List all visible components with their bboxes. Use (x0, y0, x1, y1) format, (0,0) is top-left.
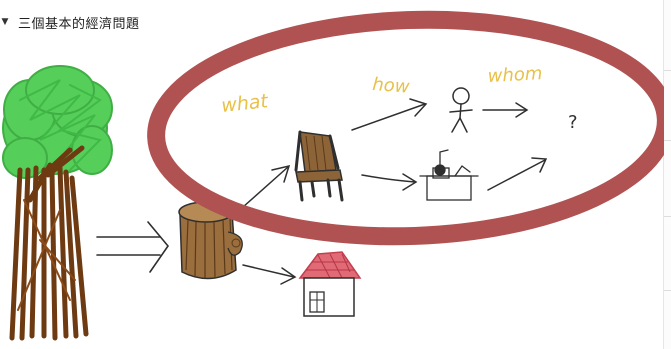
rail-tick (664, 290, 671, 291)
house-icon (298, 251, 362, 317)
wood-log-icon (178, 201, 243, 280)
question-mark-label: ? (568, 112, 578, 133)
arrow-to-house-icon (242, 264, 297, 285)
highlight-ellipse (147, 10, 664, 246)
arrow-to-person-icon (351, 98, 428, 131)
whom-label: whom (487, 63, 543, 87)
chair-icon (294, 130, 344, 202)
arrow-from-machine-icon (487, 157, 548, 191)
right-rail-divider (663, 0, 671, 349)
machine-icon (419, 149, 479, 201)
how-label: how (372, 74, 411, 98)
arrow-to-chair-icon (242, 164, 291, 208)
caret-down-icon[interactable]: ▼ (1, 17, 9, 27)
what-label: what (220, 90, 270, 117)
tree-icon (2, 65, 113, 341)
rail-tick (664, 216, 671, 217)
rail-tick (664, 140, 671, 141)
arrow-to-machine-icon (361, 173, 418, 191)
arrow-to-question-icon (482, 102, 529, 118)
section-title: 三個基本的經濟問題 (18, 16, 140, 32)
person-icon (449, 87, 473, 133)
section-header-toggle[interactable]: ▼ 三個基本的經濟問題 (0, 12, 140, 32)
rail-tick (664, 70, 671, 71)
double-arrow-icon (96, 221, 170, 273)
